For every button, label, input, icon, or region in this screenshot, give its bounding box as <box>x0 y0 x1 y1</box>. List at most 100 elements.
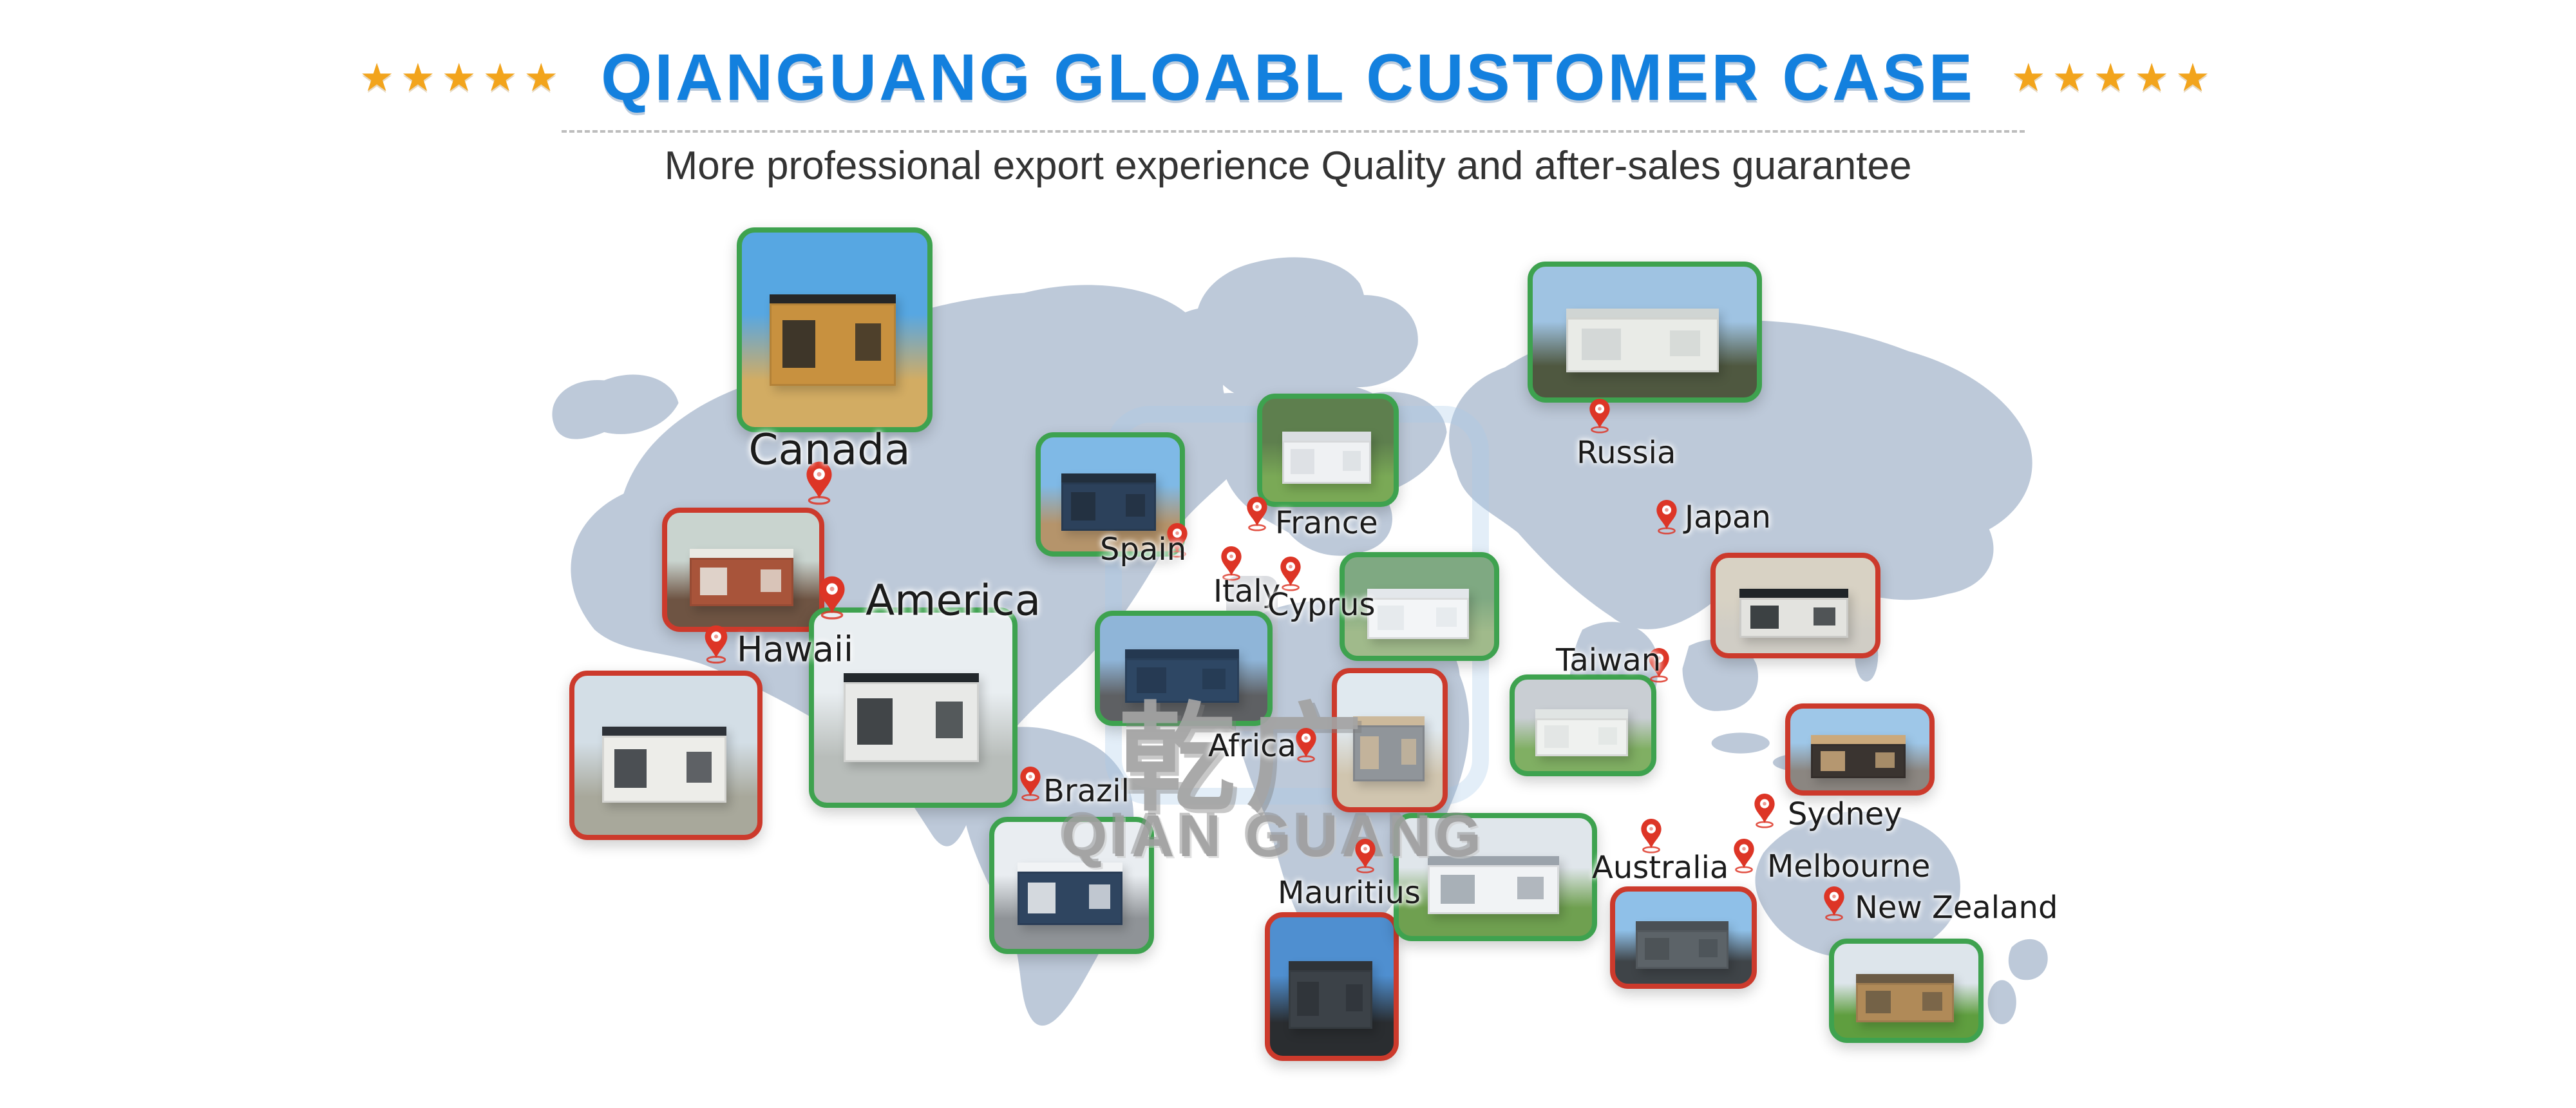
photo-house-shape <box>1635 921 1728 969</box>
location-label-hawaii: Hawaii <box>737 629 853 670</box>
photo-window-shape <box>782 320 815 368</box>
photo-house-shape <box>1855 973 1954 1022</box>
continent-scandinavia <box>1293 294 1418 388</box>
continent-alaska <box>552 374 679 439</box>
location-pin-icon-cyprus <box>1278 555 1303 591</box>
customer-case-photo-australia-big <box>1394 813 1597 941</box>
island-japan-2 <box>1947 532 1966 571</box>
location-pin-icon-sydney <box>1752 792 1777 828</box>
photo-window-shape <box>1922 992 1942 1011</box>
location-pin-icon-canada <box>803 460 835 505</box>
island-uk <box>1203 401 1244 442</box>
location-label-africa: Africa <box>1208 727 1296 764</box>
photo-window-shape <box>1088 884 1110 910</box>
photo-house-shape <box>844 673 979 763</box>
location-pin-icon-africa <box>1293 727 1319 763</box>
photo-house-shape <box>1352 716 1425 782</box>
customer-case-photo-france <box>1257 393 1399 507</box>
photo-window-shape <box>1377 606 1404 630</box>
photo-window-shape <box>1598 727 1617 745</box>
customer-case-photo-italy <box>1095 610 1273 727</box>
location-pin-icon-america <box>816 574 848 620</box>
customer-case-photo-america-cabin <box>569 670 762 841</box>
customer-case-photo-spain <box>1036 432 1185 557</box>
title-row: ★★★★★ QIANGUANG GLOABL CUSTOMER CASE ★★★… <box>0 40 2576 115</box>
photo-house-shape <box>770 294 896 386</box>
location-label-australia: Australia <box>1592 849 1729 886</box>
customer-case-photo-russia <box>1528 261 1762 403</box>
photo-window-shape <box>760 569 781 592</box>
watermark-chinese: 乾广 <box>1118 691 1373 828</box>
customer-case-photo-taiwan <box>1510 674 1656 776</box>
page-title: QIANGUANG GLOABL CUSTOMER CASE <box>601 41 1975 114</box>
stars-right-icon: ★★★★★ <box>2011 55 2217 100</box>
photo-window-shape <box>1342 450 1361 471</box>
customer-case-photo-mauritius <box>1265 912 1399 1061</box>
location-pin-icon-spain <box>1164 522 1190 558</box>
location-label-sydney: Sydney <box>1788 796 1902 833</box>
location-pin-icon-france <box>1244 495 1270 531</box>
photo-window-shape <box>1136 667 1166 693</box>
watermark-english: QIAN GUANG <box>1061 803 1485 870</box>
photo-window-shape <box>1865 990 1891 1014</box>
photo-window-shape <box>1436 607 1457 627</box>
photo-window-shape <box>1345 984 1363 1011</box>
location-pin-icon-new-zealand <box>1821 885 1847 921</box>
photo-house-shape <box>1018 862 1123 925</box>
customer-case-photo-sydney <box>1785 703 1935 796</box>
photo-window-shape <box>1202 669 1226 689</box>
island-new-zealand-south <box>1987 980 2016 1024</box>
location-label-canada: Canada <box>748 425 911 475</box>
location-label-japan: Japan <box>1685 499 1771 536</box>
location-label-france: France <box>1275 504 1378 541</box>
photo-window-shape <box>1645 937 1669 960</box>
location-label-brazil: Brazil <box>1043 773 1130 810</box>
photo-window-shape <box>1813 607 1835 626</box>
customer-case-photo-melbourne <box>1610 886 1757 989</box>
photo-window-shape <box>1126 494 1145 517</box>
photo-window-shape <box>1581 328 1622 361</box>
island-japan-1 <box>1918 479 1944 534</box>
location-pin-icon-melbourne <box>1731 837 1757 874</box>
photo-house-shape <box>1367 588 1469 639</box>
photo-house-shape <box>1811 734 1906 779</box>
location-pin-icon-australia <box>1638 817 1664 854</box>
customer-case-photo-brazil <box>989 816 1154 955</box>
photo-window-shape <box>935 702 963 739</box>
photo-house-shape <box>1739 588 1848 638</box>
photo-window-shape <box>1401 738 1416 765</box>
photo-house-shape <box>1288 961 1373 1029</box>
photo-window-shape <box>857 698 893 745</box>
photo-window-shape <box>700 568 728 596</box>
location-label-taiwan: Taiwan <box>1556 642 1662 679</box>
photo-window-shape <box>1296 982 1319 1016</box>
photo-window-shape <box>855 323 881 361</box>
photo-window-shape <box>686 751 712 783</box>
photo-window-shape <box>1359 736 1379 769</box>
island-new-zealand <box>2008 939 2048 980</box>
location-label-melbourne: Melbourne <box>1767 848 1931 885</box>
island-indonesia-1 <box>1711 732 1770 754</box>
location-label-cyprus: Cyprus <box>1267 587 1376 624</box>
photo-window-shape <box>1875 752 1895 769</box>
location-pin-icon-russia <box>1587 397 1613 434</box>
photo-house-shape <box>1566 308 1719 373</box>
location-label-spain: Spain <box>1100 531 1187 568</box>
location-label-new-zealand: New Zealand <box>1855 889 2058 926</box>
location-label-mauritius: Mauritius <box>1278 875 1421 912</box>
location-label-america: America <box>866 575 1041 626</box>
customer-case-photo-africa <box>1332 668 1448 813</box>
location-pin-icon-italy <box>1218 545 1244 581</box>
customer-case-photo-japan <box>1710 553 1880 659</box>
photo-window-shape <box>1670 330 1701 356</box>
photo-window-shape <box>1071 492 1096 521</box>
photo-window-shape <box>1544 725 1569 748</box>
dashed-divider <box>562 130 2025 133</box>
customer-case-photo-cyprus <box>1340 551 1499 661</box>
subtitle: More professional export experience Qual… <box>664 144 1912 188</box>
photo-house-shape <box>1125 649 1239 703</box>
customer-case-photo-new-zealand <box>1829 938 1984 1044</box>
photo-house-shape <box>601 726 726 803</box>
